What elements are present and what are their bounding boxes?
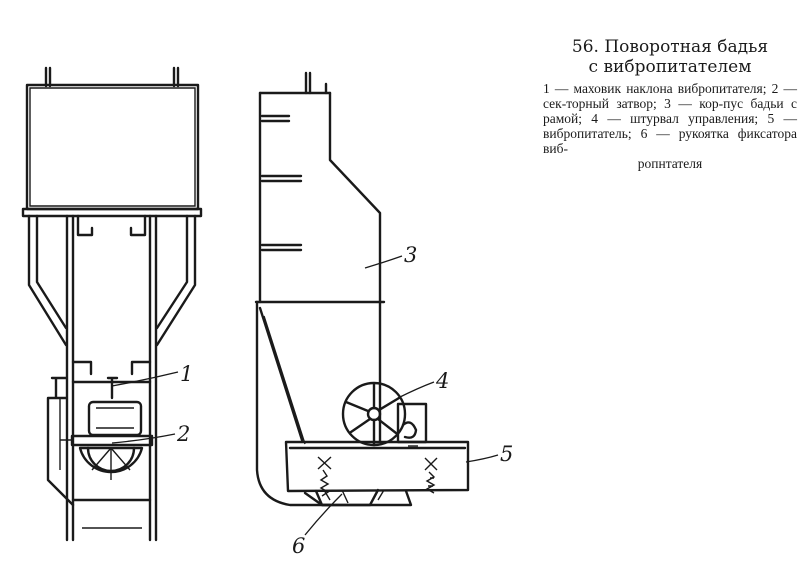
side-front-wall (328, 91, 382, 304)
front-handwheel-shaft (106, 376, 119, 400)
front-brace-right-inner (155, 214, 189, 330)
leader-6 (304, 493, 343, 536)
front-lug-right (172, 66, 180, 88)
callout-4: 4 (435, 369, 449, 393)
front-brace-left-inner (35, 214, 68, 330)
front-top-box (25, 83, 200, 211)
callout-5: 5 (500, 442, 513, 466)
caption-title-line2: с вибропитателем (588, 57, 752, 77)
side-lower-hopper (255, 300, 332, 507)
side-feeder-body (284, 440, 470, 493)
front-feeder-box (87, 400, 143, 437)
callout-6: 6 (292, 534, 305, 558)
leader-5 (465, 454, 499, 463)
leader-1 (111, 371, 179, 387)
front-brace-left (27, 214, 68, 347)
caption-title-line1: 56. Поворотная бадья (571, 37, 769, 57)
side-lug (304, 71, 312, 95)
leader-2 (111, 433, 176, 444)
front-gate-plate (70, 434, 154, 447)
front-crossbar (21, 207, 203, 218)
caption-legend-last: ропнтателя (637, 156, 703, 171)
leader-3 (364, 255, 403, 269)
callouts: 1 2 3 4 5 6 (111, 243, 513, 558)
figure-caption: 56. Поворотная бадья с вибропитателем 1 … (543, 37, 797, 171)
front-view (21, 66, 203, 542)
front-lug-left (44, 66, 52, 88)
callout-2: 2 (176, 422, 190, 446)
side-fixture-handle (303, 488, 380, 507)
side-view (254, 71, 470, 507)
leader-4 (397, 381, 435, 399)
caption-legend: 1 — маховик наклона вибропитателя; 2 — с… (543, 81, 797, 171)
side-feeder-springs (317, 456, 438, 497)
front-brace-right (155, 214, 197, 347)
callout-3: 3 (404, 243, 417, 267)
caption-legend-body: 1 — маховик наклона вибропитателя; 2 — с… (543, 81, 797, 156)
caption-title: 56. Поворотная бадья с вибропитателем (543, 37, 797, 77)
front-side-frame (46, 376, 75, 507)
callout-1: 1 (180, 362, 193, 386)
